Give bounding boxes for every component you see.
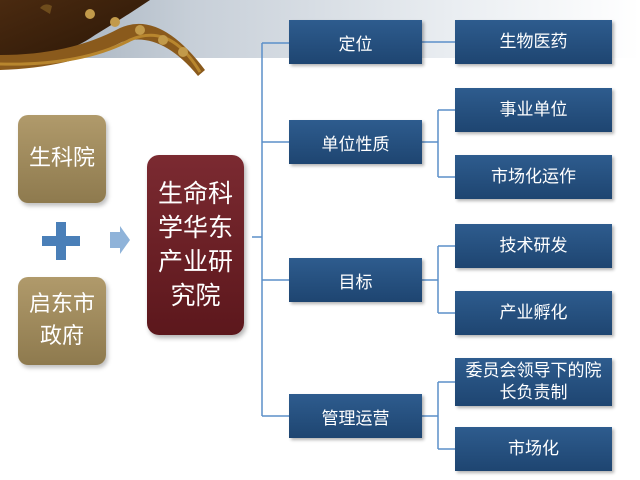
item-label: 市场化	[508, 439, 559, 459]
item-incubation: 产业孵化	[455, 291, 612, 335]
item-public-institution: 事业单位	[455, 88, 612, 132]
roof-eave-decoration	[0, 0, 205, 76]
item-label: 产业孵化	[499, 303, 568, 323]
bracket-nature	[422, 109, 455, 178]
category-label: 单位性质	[321, 134, 390, 155]
item-market-operation: 市场化运作	[455, 155, 612, 199]
bracket-goal	[422, 245, 455, 314]
institute-box: 生命科学华东产业研究院	[147, 155, 244, 335]
item-label: 生物医药	[499, 32, 568, 52]
item-label: 事业单位	[499, 100, 568, 120]
source-label: 启东市政府	[28, 292, 95, 349]
category-label: 定位	[338, 34, 373, 55]
bracket-institute-to-categories	[252, 42, 289, 417]
source-label: 生科院	[28, 146, 95, 171]
source-box-sibs: 生科院	[18, 115, 106, 203]
category-label: 管理运营	[321, 408, 390, 429]
source-box-qidong-government: 启东市政府	[18, 277, 106, 365]
category-management: 管理运营	[289, 394, 422, 438]
item-tech-rd: 技术研发	[455, 224, 612, 268]
item-label: 技术研发	[499, 236, 568, 256]
item-biomedicine: 生物医药	[455, 20, 612, 64]
institute-label: 生命科学华东产业研究院	[157, 179, 233, 310]
plus-icon-vertical	[56, 222, 66, 260]
category-nature: 单位性质	[289, 120, 422, 164]
bracket-management	[422, 381, 455, 450]
arrow-right-icon	[110, 226, 130, 254]
item-marketization: 市场化	[455, 427, 612, 471]
item-director-responsibility: 委员会领导下的院长负责制	[455, 358, 612, 406]
item-label: 委员会领导下的院长负责制	[465, 361, 602, 403]
category-positioning: 定位	[289, 20, 422, 64]
category-goal: 目标	[289, 258, 422, 302]
item-label: 市场化运作	[491, 167, 576, 187]
category-label: 目标	[338, 272, 373, 293]
